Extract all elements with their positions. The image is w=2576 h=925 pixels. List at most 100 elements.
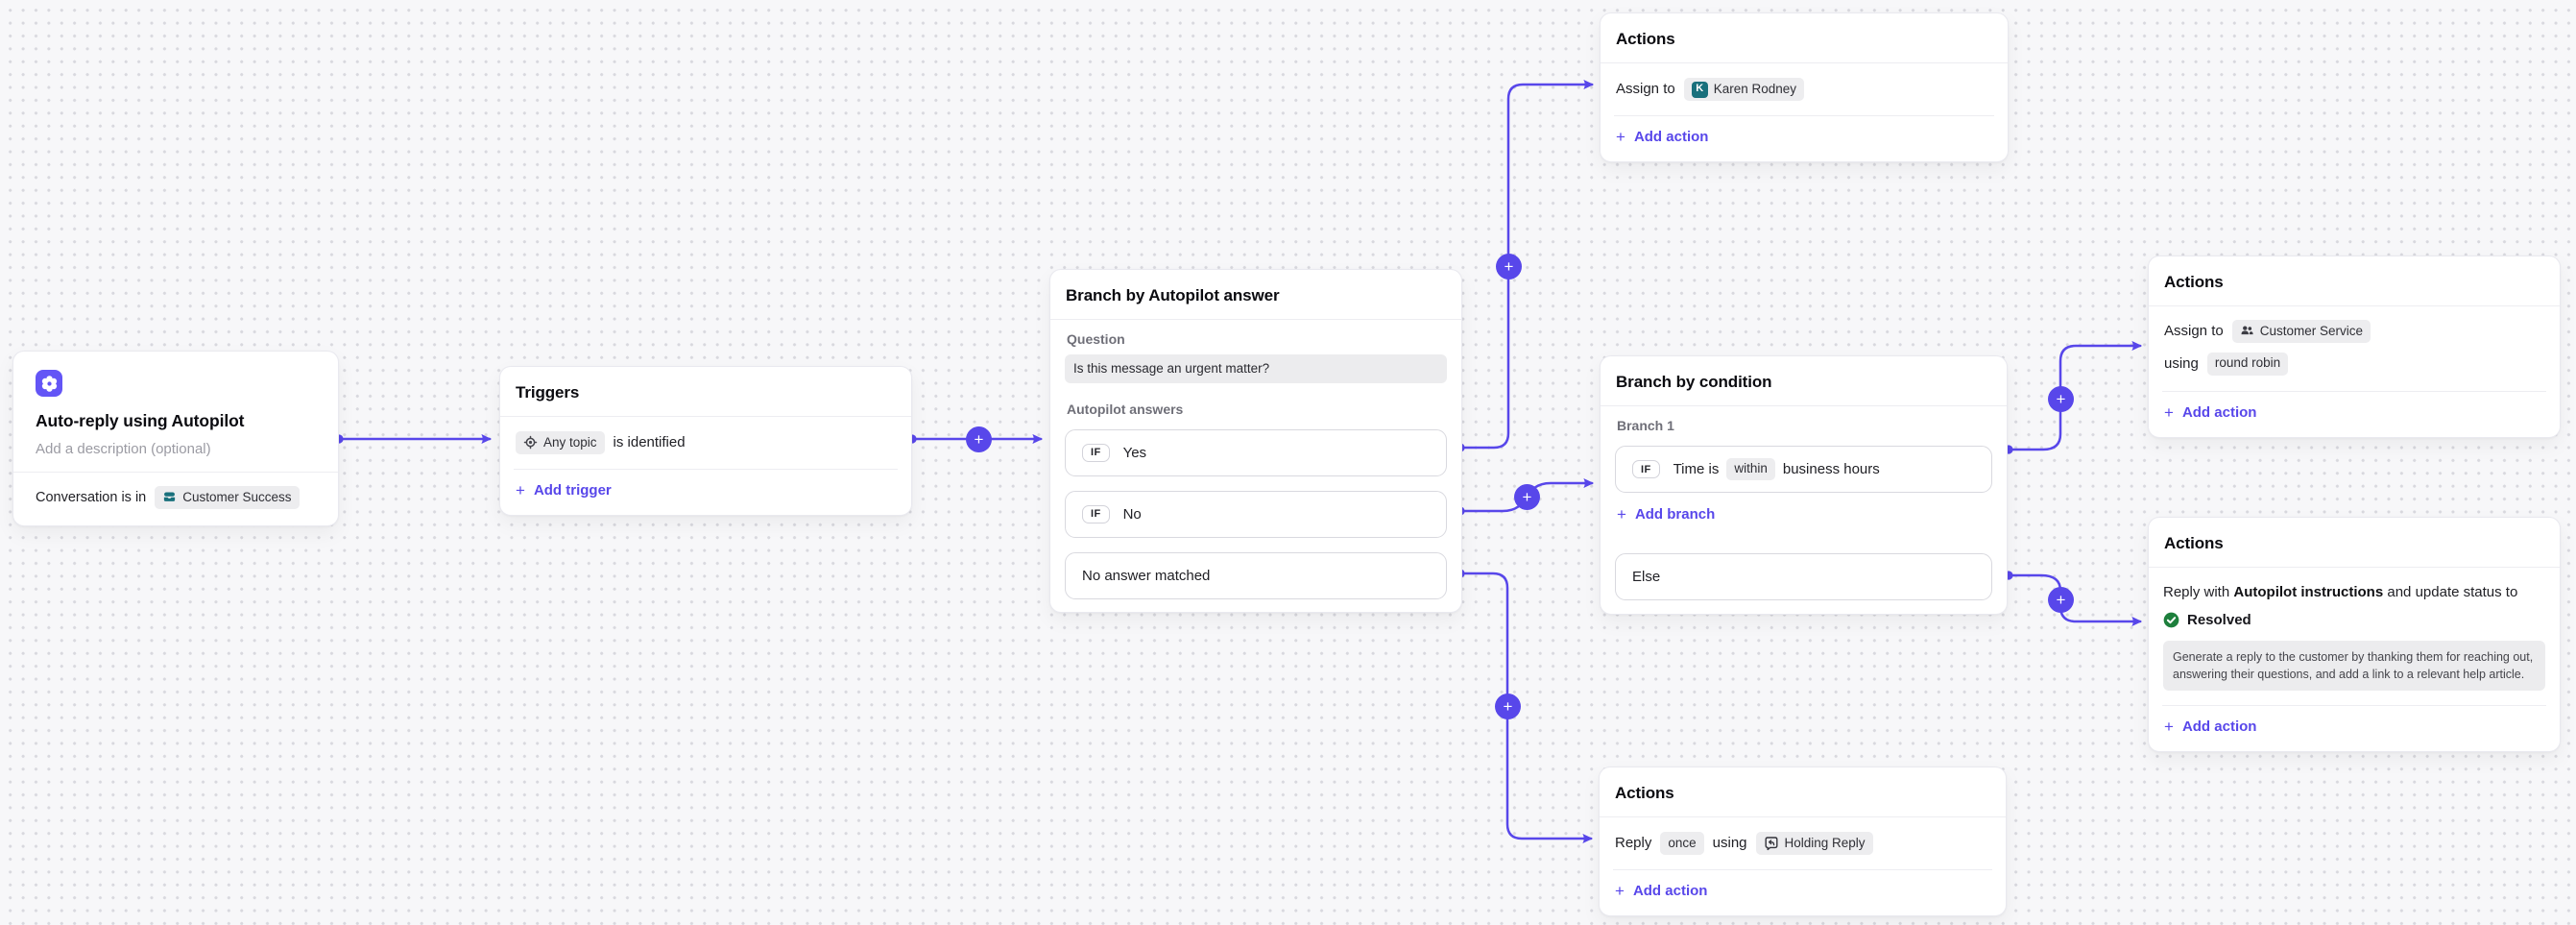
- divider: [2162, 390, 2546, 392]
- insert-node-button[interactable]: +: [2048, 587, 2074, 613]
- card-title: Branch by condition: [1616, 373, 1772, 391]
- insert-node-button[interactable]: +: [966, 426, 992, 452]
- add-action-button[interactable]: + Add action: [2149, 392, 2560, 437]
- card-title: Actions: [2164, 534, 2224, 552]
- divider: [2162, 705, 2546, 707]
- using-text: using: [1712, 834, 1747, 851]
- else-label: Else: [1632, 569, 1661, 585]
- inbox-icon: [164, 492, 176, 502]
- assign-row[interactable]: Assign to K Karen Rodney: [1601, 63, 2008, 115]
- status-badge: Resolved: [2187, 611, 2251, 628]
- answer-no-label: No: [1122, 505, 1142, 523]
- plus-icon: +: [516, 480, 525, 499]
- team-people-icon: [2241, 326, 2253, 335]
- connector-yes-to-actions: [1458, 79, 1595, 450]
- divider: [2149, 567, 2560, 568]
- insert-node-button[interactable]: +: [1496, 254, 1522, 280]
- reply-summary: Reply with Autopilot instructions and up…: [2149, 568, 2560, 631]
- condition-operator-chip[interactable]: within: [1726, 457, 1775, 481]
- actions-card-autopilot-reply[interactable]: Actions Reply with Autopilot instruction…: [2148, 517, 2561, 753]
- workflow-start-card[interactable]: Auto-reply using Autopilot Add a descrip…: [12, 351, 339, 526]
- plus-icon: +: [2164, 718, 2174, 737]
- saved-reply-icon: [1765, 837, 1777, 851]
- assign-method-row[interactable]: using round robin: [2149, 349, 2560, 391]
- method-chip[interactable]: round robin: [2206, 352, 2289, 376]
- connector-else-to-actions: [2007, 573, 2143, 627]
- workflow-title: Auto-reply using Autopilot: [36, 411, 245, 430]
- template-chip[interactable]: Holding Reply: [1755, 832, 1873, 855]
- insert-node-button[interactable]: +: [1495, 694, 1521, 719]
- add-branch-button[interactable]: + Add branch: [1615, 493, 1992, 532]
- add-action-label: Add action: [2181, 718, 2257, 736]
- workflow-icon: [36, 370, 62, 397]
- condition-value-text: business hours: [1782, 461, 1880, 477]
- audience-chip[interactable]: Customer Success: [155, 486, 300, 509]
- add-action-label: Add action: [1632, 882, 1708, 899]
- template-chip-label: Holding Reply: [1784, 835, 1866, 850]
- connector-branch1-to-actions: [2007, 340, 2143, 451]
- actions-card-holding-reply[interactable]: Actions Reply once using Holding Reply +…: [1599, 767, 2007, 916]
- answer-option-fallback[interactable]: No answer matched: [1065, 551, 1447, 599]
- add-branch-label: Add branch: [1634, 506, 1716, 523]
- divider: [1601, 405, 2007, 406]
- autopilot-branch-card[interactable]: Branch by Autopilot answer Question Is t…: [1049, 269, 1462, 613]
- answer-yes-label: Yes: [1122, 444, 1147, 461]
- insert-node-button[interactable]: +: [2048, 386, 2074, 412]
- actions-card-assign-teammate[interactable]: Actions Assign to K Karen Rodney + Add a…: [1600, 12, 2009, 162]
- assignee-chip[interactable]: K Karen Rodney: [1683, 78, 1805, 101]
- trigger-row[interactable]: Any topic is identified: [500, 417, 911, 469]
- add-action-label: Add action: [2181, 403, 2257, 421]
- triggers-card[interactable]: Triggers Any topic is identified + Add t…: [499, 366, 912, 516]
- using-text: using: [2164, 354, 2199, 372]
- insert-node-button[interactable]: +: [1514, 484, 1540, 510]
- condition-branch-card[interactable]: Branch by condition Branch 1 IF Time is …: [1600, 355, 2008, 615]
- plus-icon: +: [1617, 505, 1626, 523]
- condition-subject-text: Time is: [1673, 461, 1720, 477]
- topic-chip-label: Any topic: [543, 434, 597, 450]
- actions-card-assign-team[interactable]: Actions Assign to Customer Service using…: [2148, 256, 2561, 438]
- assignee-avatar: K: [1691, 81, 1708, 98]
- add-action-button[interactable]: + Add action: [1601, 116, 2008, 161]
- resolved-check-icon: [2163, 612, 2179, 628]
- card-title: Actions: [1615, 784, 1674, 802]
- reply-mode-text: Autopilot instructions: [2233, 584, 2384, 600]
- answers-label: Autopilot answers: [1067, 401, 1184, 417]
- add-trigger-label: Add trigger: [533, 481, 612, 499]
- divider: [1613, 868, 1992, 870]
- add-action-button[interactable]: + Add action: [2149, 706, 2560, 751]
- reply-pre-text: Reply: [1615, 834, 1652, 851]
- reply-row[interactable]: Reply once using Holding Reply: [1600, 817, 2006, 869]
- fallback-label: No answer matched: [1082, 567, 1211, 584]
- audience-chip-label: Customer Success: [182, 489, 292, 504]
- divider: [13, 472, 338, 473]
- divider: [500, 416, 911, 417]
- divider: [2149, 305, 2560, 306]
- topic-chip[interactable]: Any topic: [516, 431, 605, 454]
- if-chip: IF: [1082, 504, 1110, 523]
- team-chip[interactable]: Customer Service: [2231, 320, 2371, 343]
- assignee-name: Karen Rodney: [1713, 81, 1797, 96]
- assign-team-row[interactable]: Assign to Customer Service: [2149, 306, 2560, 349]
- trigger-suffix-text: is identified: [613, 433, 686, 450]
- team-chip-label: Customer Service: [2259, 323, 2363, 338]
- question-text-box[interactable]: Is this message an urgent matter?: [1065, 354, 1447, 383]
- plus-icon: +: [1615, 881, 1625, 900]
- card-title: Actions: [2164, 273, 2224, 291]
- add-trigger-button[interactable]: + Add trigger: [500, 470, 911, 515]
- topic-target-icon: [523, 436, 538, 450]
- answer-option-no[interactable]: IF No: [1065, 490, 1447, 538]
- workflow-description-placeholder[interactable]: Add a description (optional): [36, 441, 211, 457]
- reply-pre-text: Reply with: [2163, 584, 2230, 600]
- if-chip: IF: [1082, 443, 1110, 462]
- answer-option-yes[interactable]: IF Yes: [1065, 428, 1447, 476]
- plus-icon: +: [2164, 402, 2174, 422]
- if-chip: IF: [1632, 460, 1660, 478]
- else-box[interactable]: Else: [1615, 553, 1992, 600]
- condition-box[interactable]: IF Time is within business hours: [1615, 446, 1992, 493]
- add-action-button[interactable]: + Add action: [1600, 870, 2006, 915]
- autopilot-instructions-box[interactable]: Generate a reply to the customer by than…: [2163, 641, 2545, 692]
- frequency-chip[interactable]: once: [1660, 832, 1704, 855]
- card-title: Triggers: [516, 383, 580, 402]
- divider: [514, 468, 898, 470]
